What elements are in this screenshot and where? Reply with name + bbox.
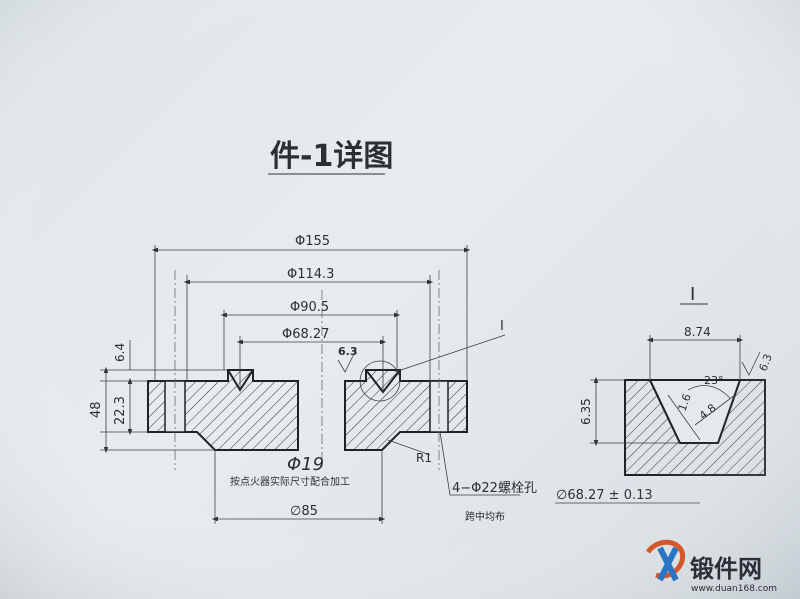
detail-leader: [394, 334, 506, 373]
detail-depth: 6.35: [579, 398, 593, 425]
dim-48: 48: [89, 401, 104, 418]
right-bolt-hole: [429, 380, 449, 433]
watermark-text: 锻件网: [690, 555, 762, 583]
detail-view-i: I 8.74 6.35 23° 1.6 4.8 6.3 ∅68.27 ± 0.1…: [555, 284, 775, 504]
detail-roughness: 6.3: [757, 352, 775, 373]
bolt-note: 4−Φ22螺栓孔: [452, 481, 537, 496]
dim-64: 6.4: [113, 343, 127, 362]
detail-diameter: ∅68.27 ± 0.13: [556, 488, 653, 503]
watermark-logo: 锻件网 www.duan168.com: [645, 539, 777, 594]
roughness-value: 6.3: [338, 345, 358, 358]
bore-note: 按点火器实际尺寸配合加工: [230, 475, 350, 488]
dim-90: Φ90.5: [290, 300, 329, 315]
watermark-url: www.duan168.com: [691, 584, 777, 594]
left-bolt-hole: [164, 380, 186, 433]
dim-155: Φ155: [295, 234, 330, 249]
main-section-view: Φ155 Φ114.3 Φ90.5 Φ68.27 ∅85 Φ19 48 22.3…: [89, 234, 537, 524]
logo-mark-icon: [645, 539, 686, 582]
r1-label: R1: [416, 451, 432, 465]
dim-85: ∅85: [290, 504, 318, 519]
dim-19: Φ19: [287, 454, 324, 475]
bolt-note2: 跨中均布: [465, 510, 505, 523]
detail-width: 8.74: [684, 325, 711, 339]
detail-view-label: I: [690, 284, 695, 305]
dim-22: 22.3: [113, 396, 128, 425]
detail-angle: 23°: [704, 374, 724, 387]
detail-roughness-symbol: [741, 351, 761, 376]
dim-68: Φ68.27: [282, 327, 329, 342]
detail-callout: I: [500, 319, 504, 334]
drawing-title: 件-1详图: [270, 139, 393, 174]
dim-114: Φ114.3: [287, 267, 334, 282]
